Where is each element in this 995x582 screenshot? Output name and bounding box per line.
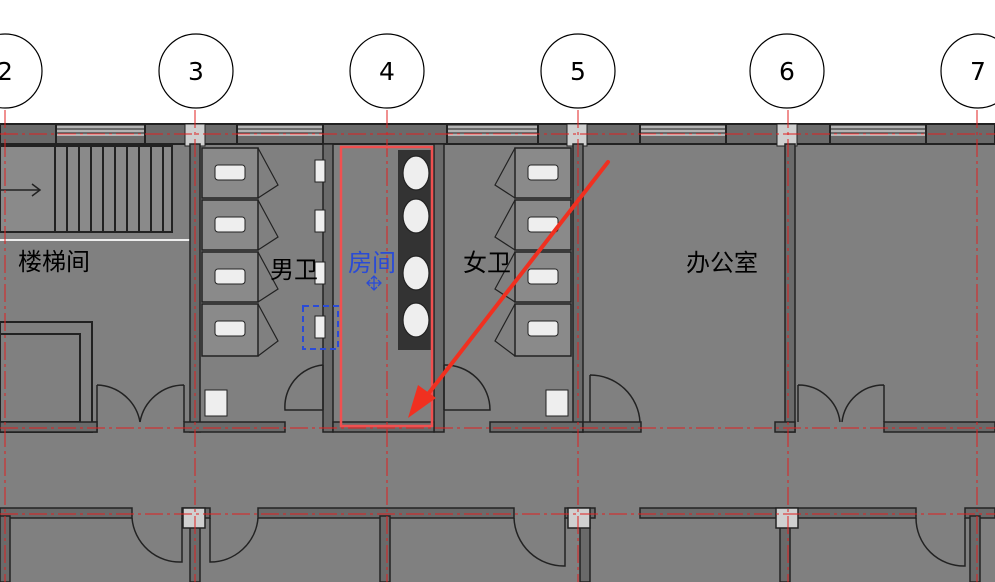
- grid-label-2: 2: [0, 57, 13, 86]
- corridor-wall-south: [0, 507, 995, 582]
- room-label-mens[interactable]: 男卫: [270, 256, 318, 284]
- annotation-arrow: [408, 160, 610, 418]
- room-label-womens[interactable]: 女卫: [463, 249, 511, 277]
- mens-toilet-stalls: [201, 147, 339, 417]
- grid-label-7: 7: [970, 57, 986, 86]
- grid-label-3: 3: [188, 57, 204, 86]
- room-label-room[interactable]: 房间: [348, 249, 396, 277]
- doors: [96, 364, 966, 567]
- grid-label-5: 5: [570, 57, 586, 86]
- grid-bubble-2[interactable]: 2: [0, 33, 43, 109]
- grid-bubble-3[interactable]: 3: [158, 33, 234, 109]
- grid-bubble-4[interactable]: 4: [349, 33, 425, 109]
- grid-bubble-6[interactable]: 6: [749, 33, 825, 109]
- room-selection-box[interactable]: [339, 145, 434, 428]
- room-label-office[interactable]: 办公室: [686, 249, 758, 277]
- grid-label-6: 6: [779, 57, 795, 86]
- move-handle-icon[interactable]: [366, 275, 382, 291]
- exterior-wall-top: [0, 123, 995, 147]
- room-label-stair[interactable]: 楼梯间: [18, 248, 90, 276]
- grid-bubble-5[interactable]: 5: [540, 33, 616, 109]
- grid-bubble-7[interactable]: 7: [940, 33, 995, 109]
- grid-bubbles: 2 3 4 5 6 7: [0, 33, 995, 109]
- grid-label-4: 4: [379, 57, 395, 86]
- sink-counter: [398, 150, 432, 350]
- stair-treads: [0, 145, 190, 241]
- grid-lines: [0, 110, 995, 582]
- stair-landing: [0, 321, 93, 433]
